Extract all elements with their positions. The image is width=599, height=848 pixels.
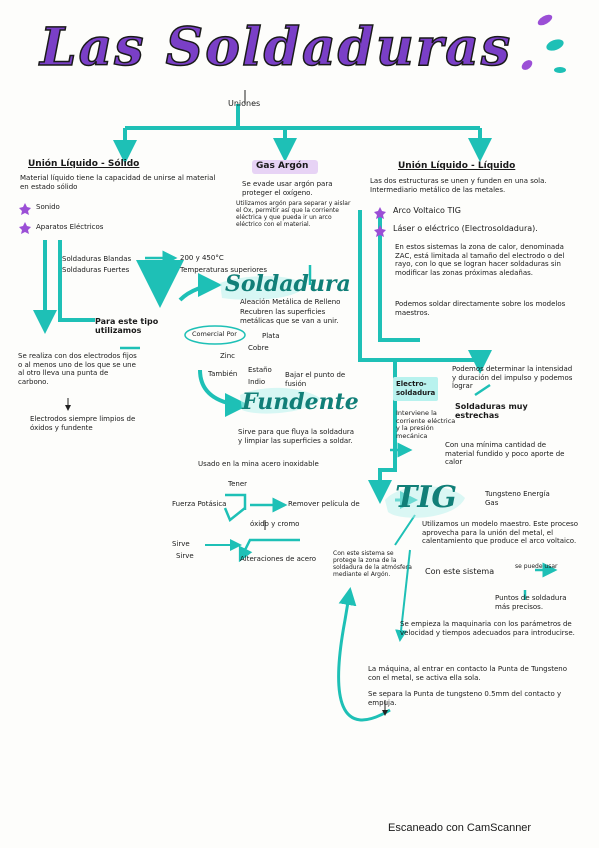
podemos-soldar: Podemos soldar directamente sobre los mo… xyxy=(395,300,566,317)
metal-plata: Plata xyxy=(262,332,280,340)
tig-util: Utilizamos un modelo maestro. Este proce… xyxy=(422,520,579,545)
laser: Láser o eléctrico (Electrosoldadura). xyxy=(393,224,538,233)
arco-voltaico: Arco Voltaico TIG xyxy=(393,206,461,215)
determinar: Podemos determinar la intensidad y durac… xyxy=(452,365,573,390)
soldadura-title: Soldadura xyxy=(225,271,351,297)
tener: Tener xyxy=(228,480,248,488)
left-limpieza: Electrodos siempre limpios de óxidos y f… xyxy=(30,415,136,432)
fuerza-potasica: Fuerza Potásica xyxy=(172,500,227,508)
left-heading: Unión Líquido - Sólido xyxy=(28,159,140,169)
left-desc: Material líquido tiene la capacidad de u… xyxy=(20,174,216,191)
fundente-desc: Sirve para que fluya la soldadura y limp… xyxy=(238,428,355,445)
bajar-fusion: Bajar el punto de fusión xyxy=(285,371,346,388)
tig-title: TIG xyxy=(395,480,457,515)
metal-zinc: Zinc xyxy=(220,352,236,360)
left-electrodos: Se realiza con dos electrodos fijos o al… xyxy=(18,352,137,386)
con-sistema: Con este sistema xyxy=(425,567,495,576)
gas-desc: Se evade usar argón para proteger el oxí… xyxy=(242,180,333,197)
metal-indio: Indio xyxy=(248,378,266,386)
vidrio: Usado en la mina acero inoxidable xyxy=(198,460,319,468)
maquina-contacto: La máquina, al entrar en contacto la Pun… xyxy=(368,665,568,682)
sirve-1: Sirve xyxy=(172,540,190,548)
comercial-por: Comercial Por xyxy=(192,330,237,338)
tambien: También xyxy=(208,370,238,378)
estrechas: Soldaduras muy estrechas xyxy=(455,402,528,420)
right-heading: Unión Líquido - Líquido xyxy=(398,161,516,171)
sirve-2: Sirve xyxy=(176,552,194,560)
estos-sistemas: En estos sistemas la zona de calor, deno… xyxy=(395,243,565,277)
puede-usar: se puede usar xyxy=(515,563,558,570)
droplets xyxy=(521,14,566,73)
minima-cantidad: Con una mínima cantidad de material fund… xyxy=(445,441,565,466)
page-title: Las Soldaduras xyxy=(39,17,513,79)
con-sistema-argon: Con este sistema se protege la zona de l… xyxy=(333,550,412,578)
gas-desc-2: Utilizamos argón para separar y aislar e… xyxy=(236,200,351,228)
left-temp-2: Temperaturas superiores xyxy=(180,266,267,274)
left-sold-blandas: Soldaduras Blandas xyxy=(62,255,132,263)
metal-cobre: Cobre xyxy=(248,344,269,352)
fundente-title: Fundente xyxy=(242,389,359,415)
tungsteno: Tungsteno Energía Gas xyxy=(485,490,550,507)
uniones-label: Uniones xyxy=(228,99,261,108)
remover: Remover película de xyxy=(288,500,360,508)
metal-estano: Estaño xyxy=(248,366,272,374)
footer-scanner: Escaneado con CamScanner xyxy=(388,822,532,834)
left-tipo: Para este tipo utilizamos xyxy=(95,317,159,335)
oxido-cromo: óxido y cromo xyxy=(250,520,300,528)
left-item-aparatos: Aparatos Eléctricos xyxy=(36,223,104,231)
aleacion-desc: Recubren las superficies metálicas que s… xyxy=(240,308,339,325)
left-item-sonido: Sonido xyxy=(36,203,60,211)
aleacion: Aleación Metálica de Relleno xyxy=(240,298,341,306)
puntos-precisos: Puntos de soldadura más precisos. xyxy=(495,594,567,611)
alteraciones: Alteraciones de acero xyxy=(240,555,317,563)
left-sold-fuertes: Soldaduras Fuertes xyxy=(62,266,130,274)
maquinaria: Se empieza la maquinaria con los parámet… xyxy=(400,620,575,637)
right-desc: Las dos estructuras se unen y funden en … xyxy=(370,177,547,194)
left-temp-1: 200 y 450°C xyxy=(180,254,224,262)
electro-soldadura: Electro-soldadura xyxy=(396,380,436,397)
separa-punta: Se separa la Punta de tungsteno 0.5mm de… xyxy=(368,690,562,707)
intensidad: Interviene la corriente eléctrica y la p… xyxy=(396,409,456,440)
gas-heading: Gas Argón xyxy=(256,161,309,171)
